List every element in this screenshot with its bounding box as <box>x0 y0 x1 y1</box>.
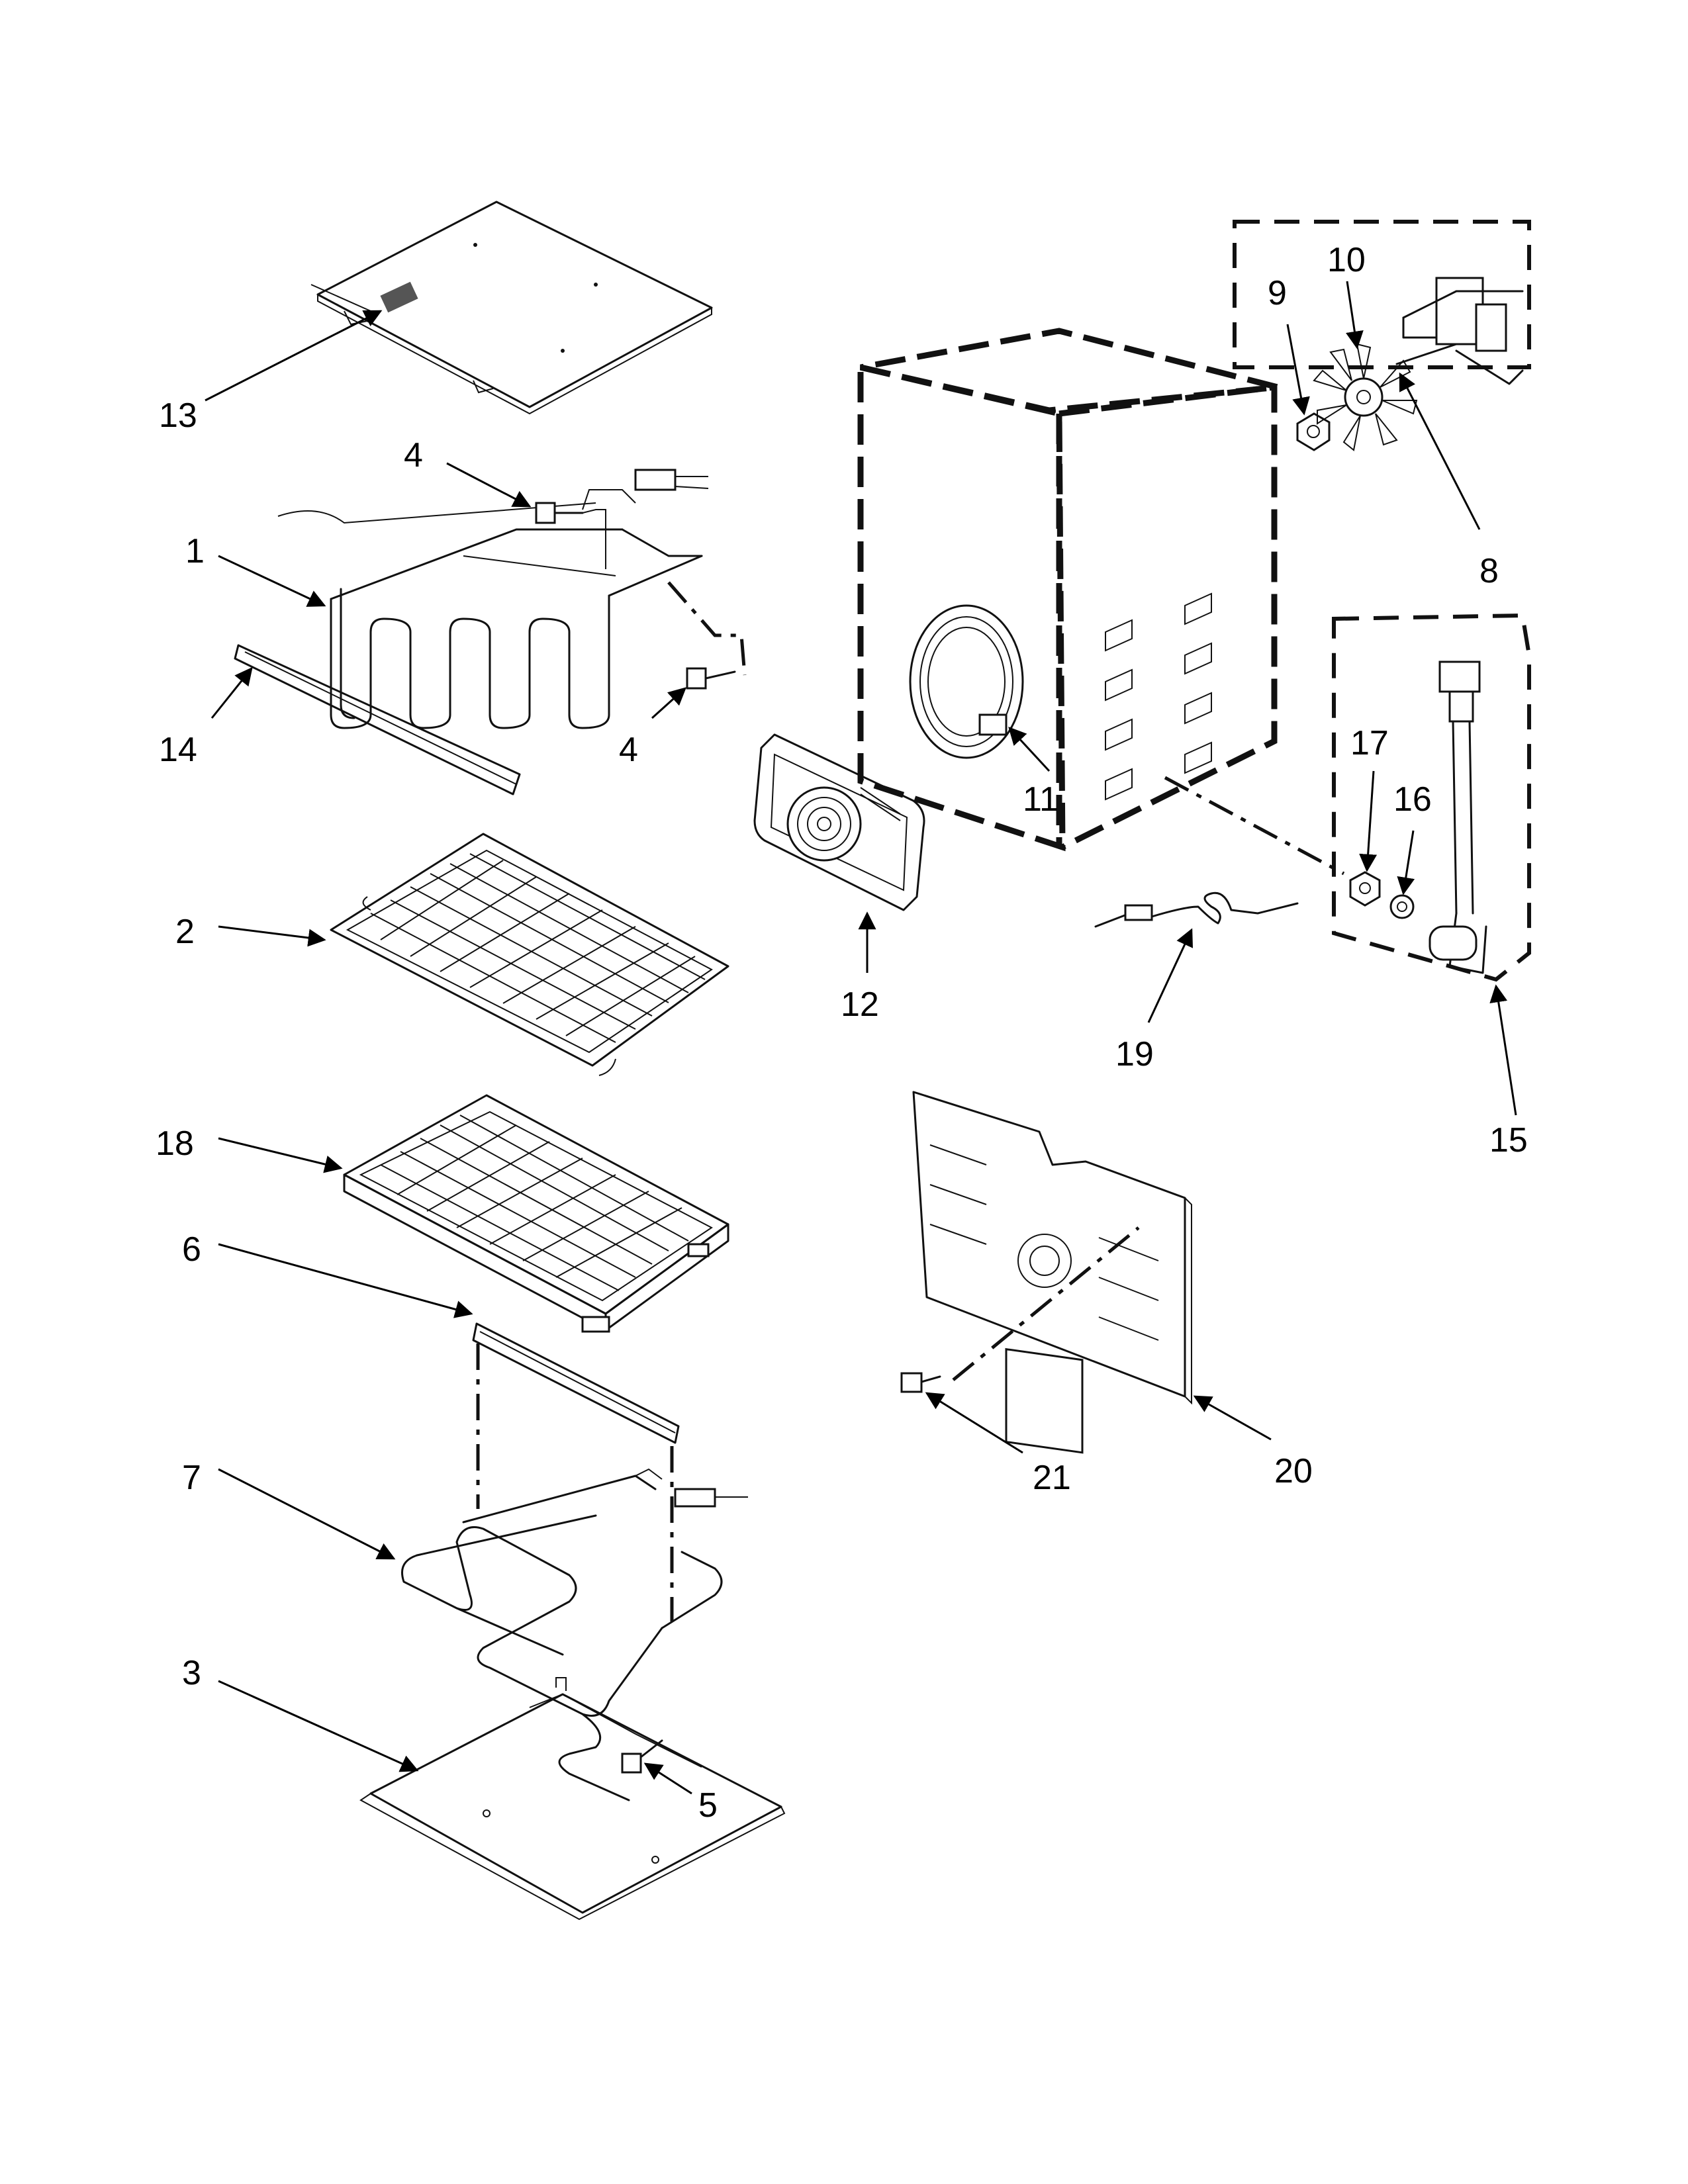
broil-trim-strip <box>234 644 521 796</box>
sensor-washer <box>1389 894 1415 919</box>
callout-8: 8 <box>1479 552 1499 590</box>
callout-21: 21 <box>1033 1459 1071 1497</box>
callout-14: 14 <box>159 731 197 769</box>
convection-fan-blade <box>1313 343 1418 451</box>
callout-2: 2 <box>175 913 195 951</box>
callout-15: 15 <box>1489 1121 1528 1160</box>
bake-trim-strip <box>472 1322 680 1444</box>
bake-element-lower <box>401 1468 748 1801</box>
callout-labels: 13 4 1 14 4 2 18 6 7 3 5 9 10 8 11 12 17… <box>156 241 1528 1825</box>
callout-9: 9 <box>1268 274 1287 312</box>
callout-18: 18 <box>156 1124 194 1163</box>
callout-3: 3 <box>182 1654 201 1692</box>
convection-element <box>909 604 1024 759</box>
screw-upper-b <box>686 667 736 690</box>
callout-4-upper: 4 <box>404 436 423 475</box>
callout-7: 7 <box>182 1459 201 1497</box>
leader-lines <box>205 281 1517 1795</box>
callout-19: 19 <box>1115 1035 1154 1073</box>
top-cover-panel <box>310 201 713 415</box>
nut <box>1296 412 1331 451</box>
callout-10: 10 <box>1327 241 1366 279</box>
screw-upper-a <box>535 502 606 569</box>
callout-11: 11 <box>1023 780 1058 819</box>
convection-motor-kit-box <box>1233 220 1531 369</box>
oven-cavity <box>857 328 1279 852</box>
rollout-rack <box>343 1094 729 1333</box>
callout-4-lower: 4 <box>619 731 638 769</box>
callout-17: 17 <box>1350 724 1389 762</box>
sensor-kit-box <box>1332 613 1531 982</box>
bottom-panel <box>359 1677 786 1921</box>
callout-16: 16 <box>1393 780 1432 819</box>
rear-panel-screw <box>900 1372 941 1393</box>
convection-fan-cover <box>753 733 925 911</box>
oven-rack <box>330 833 729 1076</box>
screw-bottom <box>621 1739 663 1774</box>
callout-6: 6 <box>182 1230 201 1269</box>
rear-panel <box>912 1091 1192 1454</box>
bake-element-upper <box>277 469 709 729</box>
meat-probe <box>1094 891 1299 928</box>
callout-20: 20 <box>1274 1452 1313 1490</box>
sensor-nut <box>1349 871 1381 907</box>
callout-12: 12 <box>841 985 879 1024</box>
callout-13: 13 <box>159 396 197 435</box>
callout-5: 5 <box>698 1786 718 1825</box>
temperature-sensor <box>1429 660 1487 974</box>
convection-motor <box>1395 277 1524 385</box>
callout-1: 1 <box>185 532 205 570</box>
